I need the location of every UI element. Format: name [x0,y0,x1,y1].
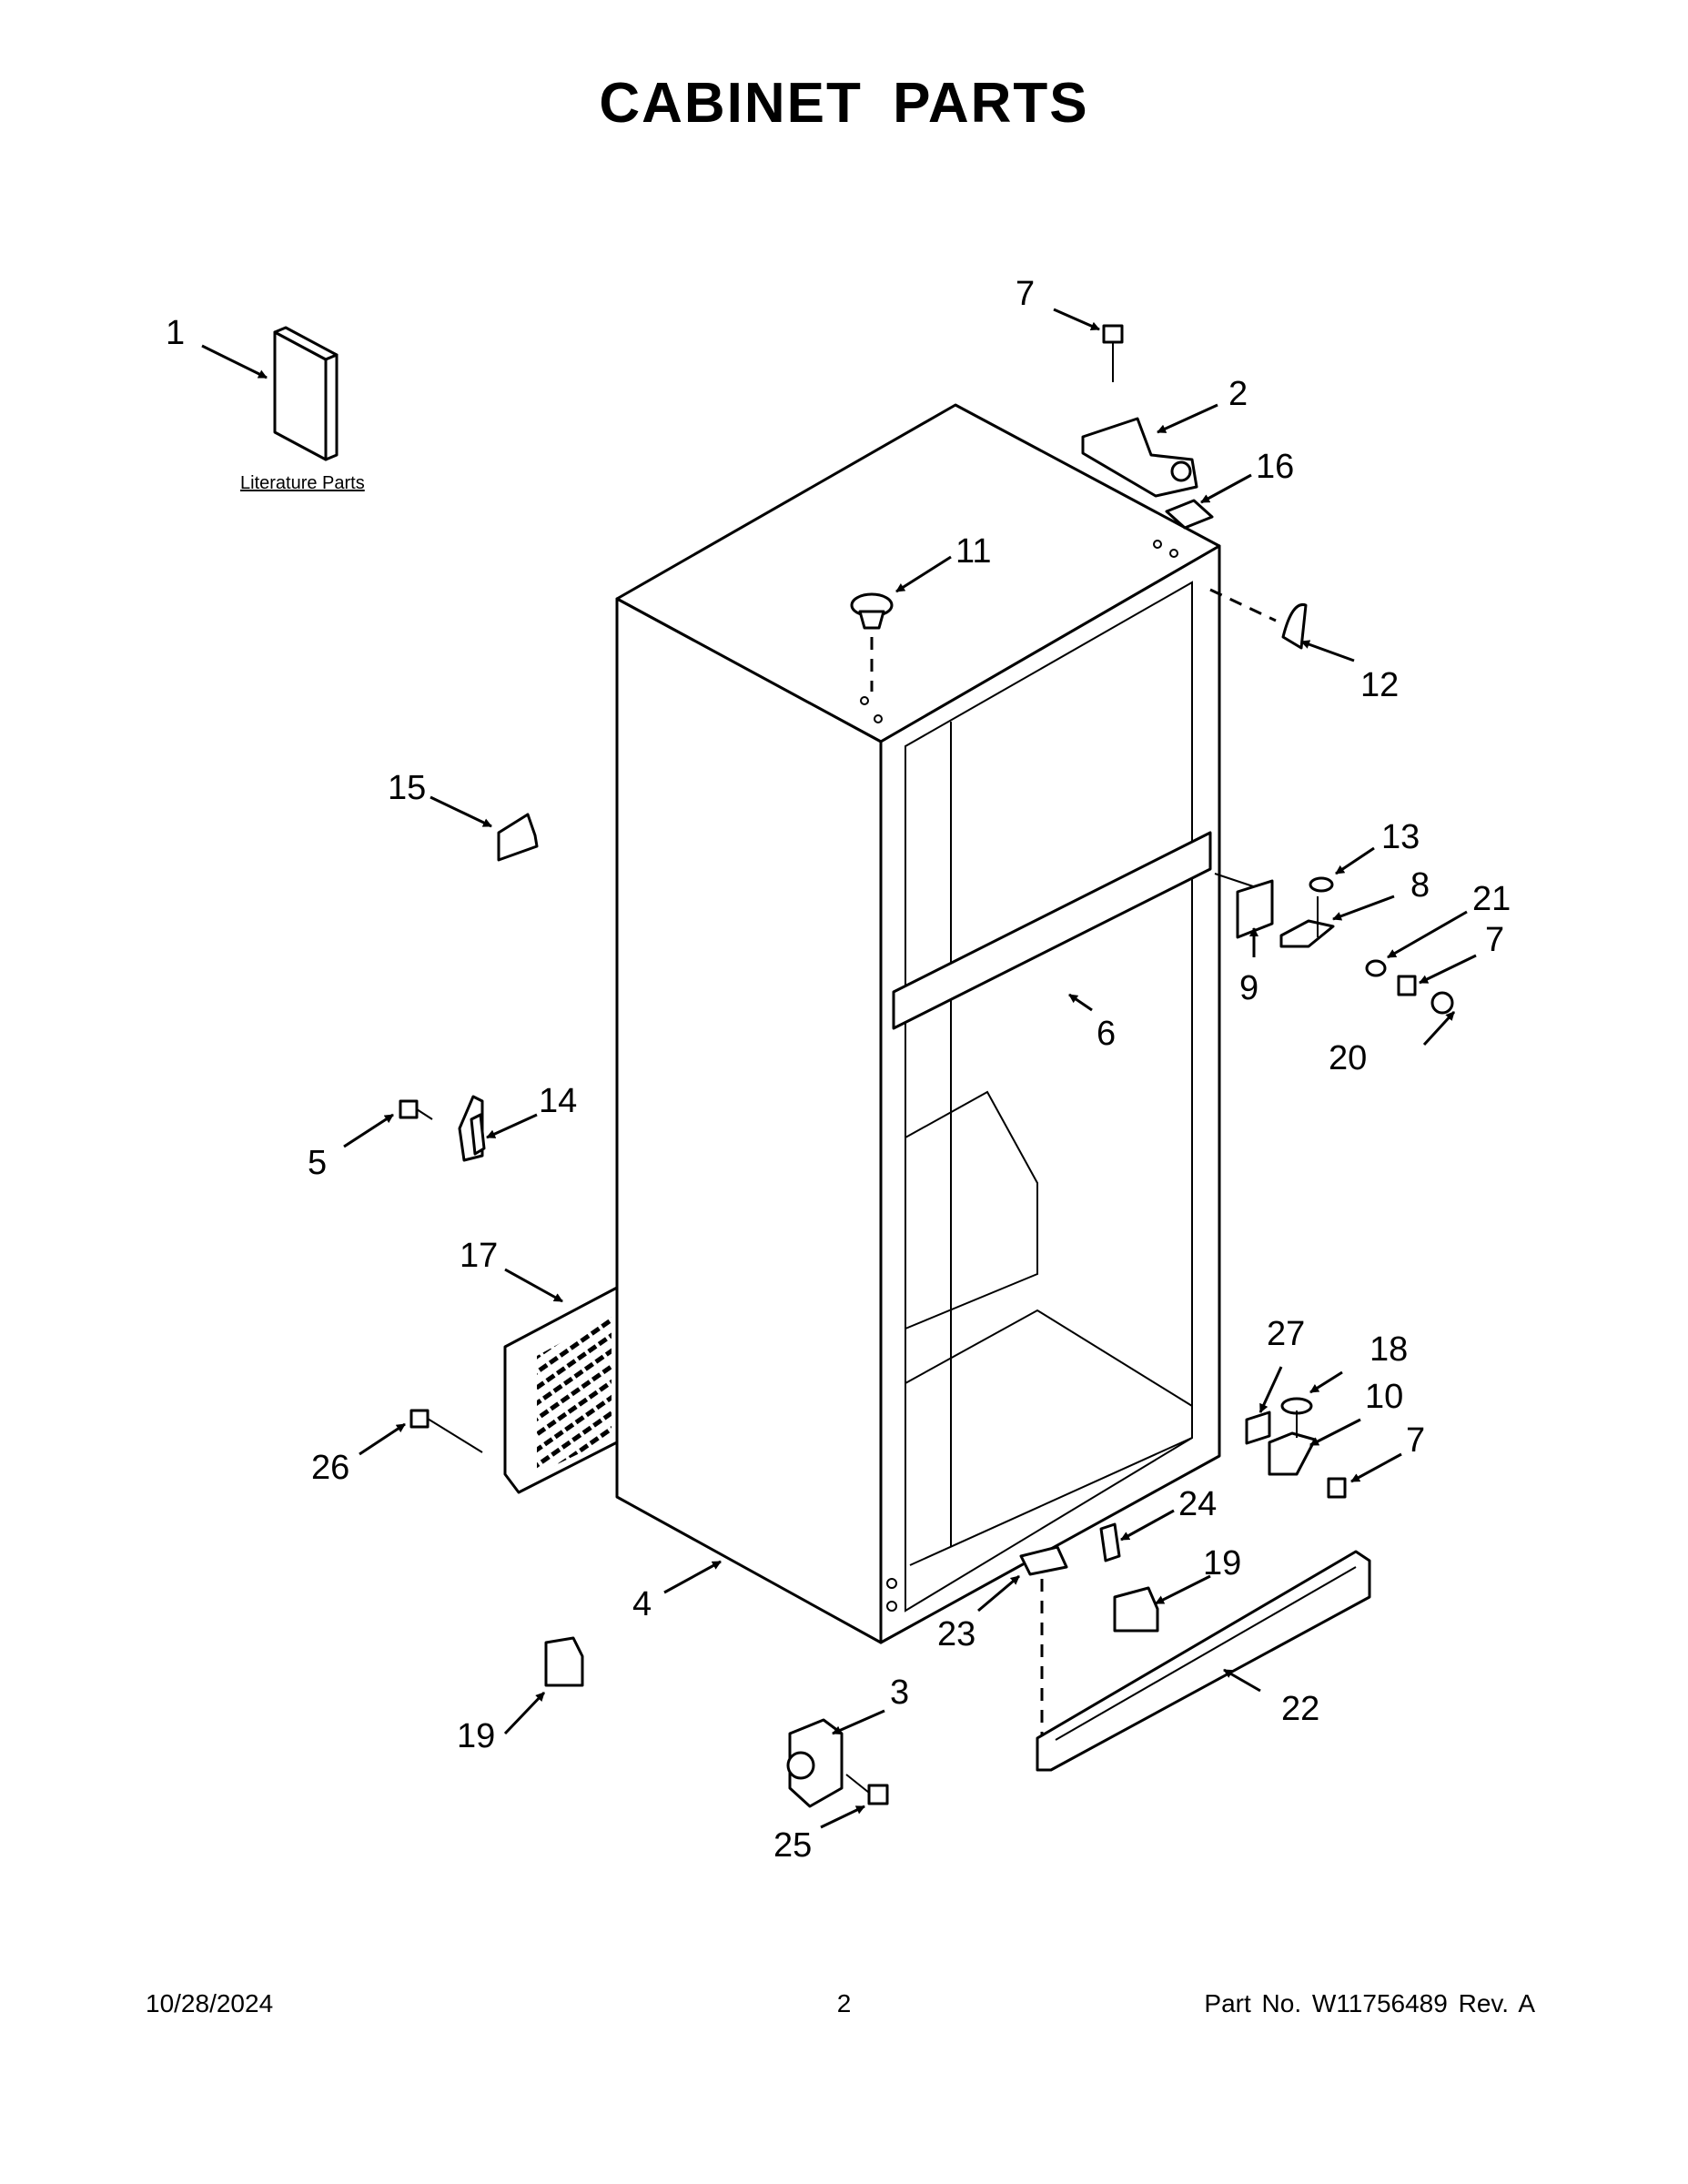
bracket-23 [1019,1545,1068,1738]
callout-12: 12 [1360,666,1399,704]
callout-4: 4 [632,1585,652,1623]
callout-19-right: 19 [1203,1544,1241,1582]
refrigerator-cabinet [615,403,1221,1644]
cap-19-right [1113,1586,1159,1633]
callout-labels: 1 7 2 16 11 12 15 13 8 21 7 9 6 20 14 5 … [166,275,1511,1865]
callout-25: 25 [773,1826,812,1865]
footer-date: 10/28/2024 [146,1989,274,2017]
callout-7-top: 7 [1016,275,1035,313]
hinge-shim [1165,499,1214,530]
leader-arrows [201,308,1477,1829]
callout-1: 1 [166,314,185,352]
top-hinge [1081,417,1198,498]
literature-parts-booklet [273,326,339,461]
callout-7-middle: 7 [1485,921,1504,959]
screw-5 [399,1099,433,1120]
callout-21: 21 [1472,880,1511,918]
callout-24: 24 [1178,1485,1217,1523]
cap-19-left [544,1636,584,1687]
callout-27: 27 [1267,1315,1305,1353]
callout-6: 6 [1097,1015,1116,1053]
callout-10: 10 [1365,1378,1403,1416]
bracket-15 [497,813,539,862]
hinge-screw-top [1102,324,1124,382]
screw-25 [845,1774,889,1805]
callout-26: 26 [311,1449,349,1487]
page-title: CABINET PARTS [599,72,1089,135]
callout-16: 16 [1256,448,1294,486]
literature-parts-label: Literature Parts [240,473,365,493]
callout-13: 13 [1381,818,1420,856]
callout-5: 5 [308,1144,327,1182]
callout-8: 8 [1410,866,1430,905]
clip-24 [1099,1522,1121,1562]
rear-access-panel [503,1286,619,1494]
callout-22: 22 [1281,1690,1319,1728]
callout-20: 20 [1329,1039,1367,1077]
base-grille [1036,1550,1371,1772]
door-stop-clip [1209,588,1308,650]
bracket-14 [458,1095,486,1162]
center-hinge-assembly [1214,873,1454,1015]
cabinet-top-plug [850,592,894,692]
callout-11: 11 [955,532,991,571]
callout-23: 23 [937,1615,975,1653]
callout-3: 3 [890,1673,909,1712]
callout-15: 15 [388,769,426,807]
callout-2: 2 [1228,375,1248,413]
leveling-bracket [786,1718,844,1808]
footer-page-number: 2 [836,1989,852,2017]
callout-14: 14 [539,1082,577,1120]
footer-part-number: Part No. W11756489 Rev. A [1204,1989,1535,2017]
callout-17: 17 [460,1237,498,1275]
callout-7-bottom: 7 [1406,1421,1425,1460]
lower-hinge-assembly [1245,1397,1347,1499]
callout-18: 18 [1370,1330,1408,1369]
callout-19-left: 19 [457,1717,495,1755]
callout-9: 9 [1239,969,1258,1007]
screw-26 [409,1409,483,1453]
